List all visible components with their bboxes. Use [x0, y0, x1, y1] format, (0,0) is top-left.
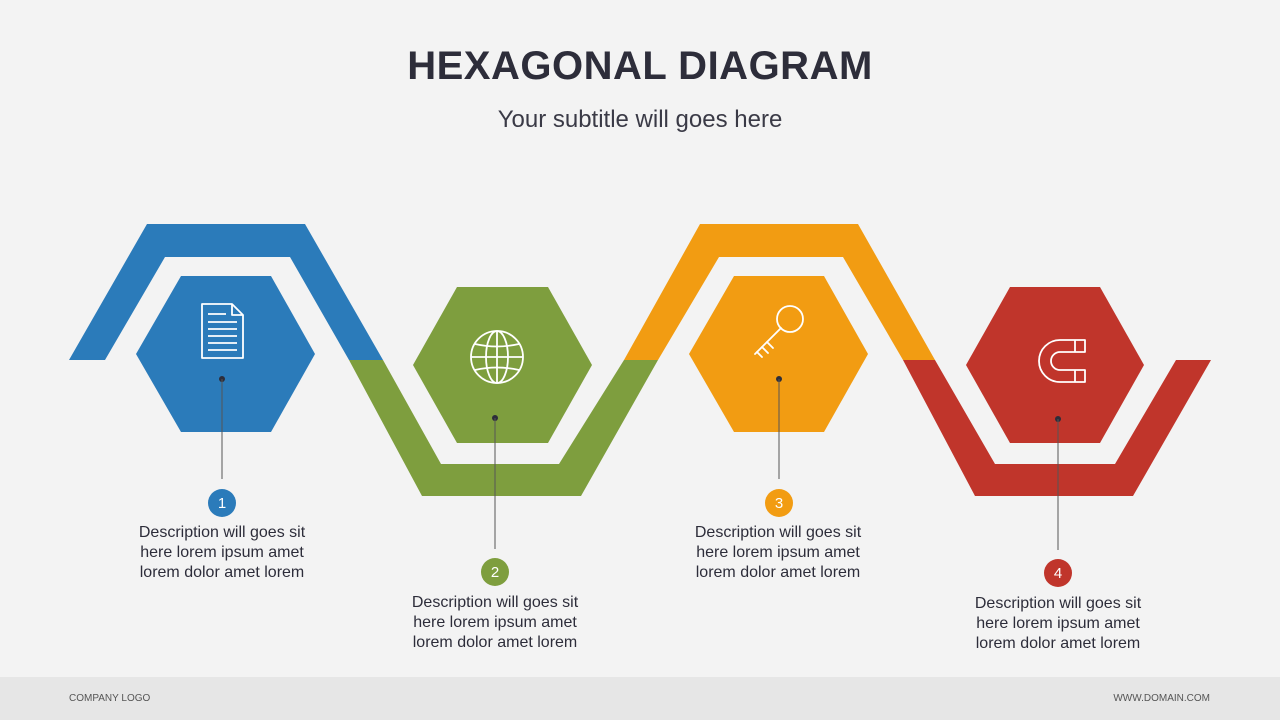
step-badge-3: 3 [765, 489, 793, 517]
description-line: lorem dolor amet lorem [139, 564, 305, 581]
connector-2 [492, 415, 498, 549]
band-2 [349, 360, 658, 496]
key-icon [754, 305, 804, 358]
description-line: Description will goes sit [974, 595, 1142, 612]
slide-subtitle: Your subtitle will goes here [497, 106, 783, 133]
band-4 [903, 360, 1211, 496]
hexagon-1 [136, 276, 315, 432]
description-line: here lorem ipsum amet [140, 544, 304, 561]
globe-icon [470, 330, 524, 384]
hexagon-4 [966, 287, 1144, 443]
company-logo-text: COMPANY LOGO [69, 693, 151, 704]
description-line: Description will goes sit [694, 524, 862, 541]
description-line: lorem dolor amet lorem [695, 564, 861, 581]
description-line: lorem dolor amet lorem [975, 635, 1141, 652]
magnet-icon [1038, 339, 1086, 383]
connector-1 [219, 376, 225, 479]
step-badge-2: 2 [481, 558, 509, 586]
connector-3 [776, 376, 782, 479]
document-icon [201, 303, 244, 359]
step-number-3: 3 [775, 495, 783, 512]
description-line: Description will goes sit [138, 524, 306, 541]
step-number-2: 2 [491, 564, 499, 581]
slide-title: HEXAGONAL DIAGRAM [407, 44, 873, 88]
step-description-4: Description will goes sit here lorem ips… [958, 594, 1158, 654]
step-description-1: Description will goes sit here lorem ips… [122, 523, 322, 583]
step-number-1: 1 [218, 495, 226, 512]
step-badge-1: 1 [208, 489, 236, 517]
step-description-2: Description will goes sit here lorem ips… [395, 593, 595, 653]
description-line: lorem dolor amet lorem [412, 634, 578, 651]
description-line: Description will goes sit [411, 594, 579, 611]
hexagon-3 [689, 276, 868, 432]
description-line: here lorem ipsum amet [696, 544, 860, 561]
band-1 [69, 224, 383, 360]
connector-4 [1055, 416, 1061, 550]
step-badge-4: 4 [1044, 559, 1072, 587]
step-description-3: Description will goes sit here lorem ips… [678, 523, 878, 583]
step-number-4: 4 [1054, 565, 1062, 582]
footer-bar [0, 677, 1280, 720]
hexagon-2 [413, 287, 592, 443]
band-3 [624, 224, 935, 360]
description-line: here lorem ipsum amet [413, 614, 577, 631]
website-url[interactable]: WWW.DOMAIN.COM [1113, 693, 1210, 704]
description-line: here lorem ipsum amet [976, 615, 1140, 632]
